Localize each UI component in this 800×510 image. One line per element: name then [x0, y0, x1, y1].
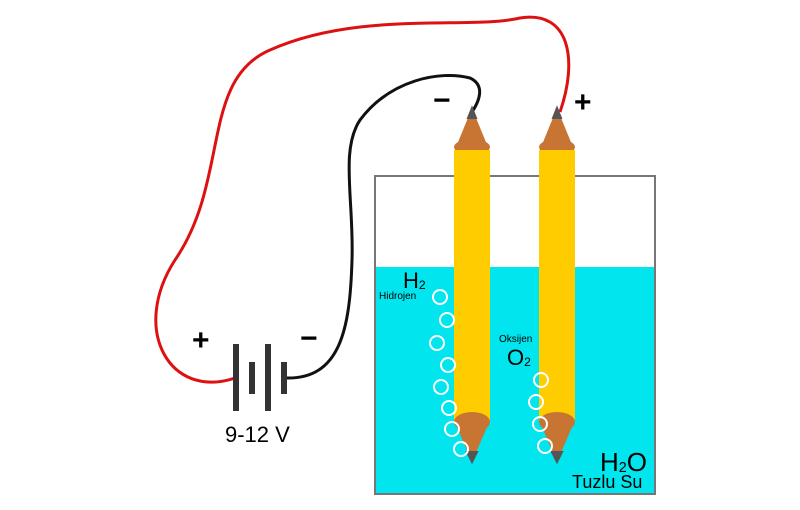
hydrogen-bubble — [444, 421, 460, 437]
hydrogen-formula: H2 — [403, 270, 426, 292]
hydrogen-bubble — [439, 312, 455, 328]
oxygen-name-label: Oksijen — [499, 334, 533, 345]
cathode-pencil-bottom-tip — [454, 420, 490, 462]
cathode-pencil-body — [454, 150, 490, 420]
battery-plate-3 — [265, 344, 271, 411]
hydrogen-bubble — [432, 289, 448, 305]
anode-pencil-body — [539, 150, 575, 420]
oxygen-bubbles — [528, 372, 553, 454]
battery-minus-label: − — [300, 322, 318, 355]
battery-plate-4 — [281, 362, 287, 394]
oxygen-bubble — [528, 394, 544, 410]
water-h: H — [600, 447, 619, 477]
oxygen-symbol: O — [507, 345, 525, 370]
water-subscript: 2 — [618, 459, 627, 476]
anode-pencil-bottom-tip — [539, 420, 575, 462]
water-o: O — [626, 447, 647, 477]
anode-sign-label: + — [574, 86, 592, 119]
positive-wire — [154, 15, 571, 384]
cathode-sign-label: − — [433, 84, 451, 117]
anode-pencil — [539, 105, 575, 465]
negative-wire — [284, 74, 482, 380]
hydrogen-name-label: Hidrojen — [379, 291, 417, 302]
oxygen-subscript: 2 — [524, 354, 531, 369]
hydrogen-bubble — [453, 441, 469, 457]
hydrogen-bubble — [440, 357, 456, 373]
salt-water — [375, 267, 655, 494]
hydrogen-symbol: H — [403, 268, 419, 293]
battery-voltage-label: 9-12 V — [225, 422, 290, 447]
water-name-label: Tuzlu Su — [572, 472, 643, 492]
hydrogen-bubble — [441, 400, 457, 416]
water-formula: H2O — [600, 449, 647, 475]
anode-graphite-bottom — [550, 451, 564, 465]
cathode-pencil — [454, 105, 490, 465]
battery — [233, 344, 287, 411]
oxygen-bubble — [533, 372, 549, 388]
hydrogen-subscript: 2 — [418, 277, 426, 292]
battery-plate-1 — [233, 344, 239, 411]
container-air — [375, 176, 655, 267]
hydrogen-bubbles — [429, 289, 469, 457]
hydrogen-bubble — [433, 379, 449, 395]
battery-plus-label: + — [192, 324, 210, 357]
oxygen-bubble — [532, 416, 548, 432]
cathode-graphite-bottom — [465, 451, 479, 465]
container-outline — [374, 175, 656, 495]
hydrogen-bubble — [429, 335, 445, 351]
cathode-graphite-top — [466, 105, 478, 119]
anode-graphite-top — [551, 105, 563, 119]
oxygen-bubble — [537, 438, 553, 454]
battery-plate-2 — [249, 362, 255, 394]
oxygen-formula: O2 — [507, 347, 531, 369]
